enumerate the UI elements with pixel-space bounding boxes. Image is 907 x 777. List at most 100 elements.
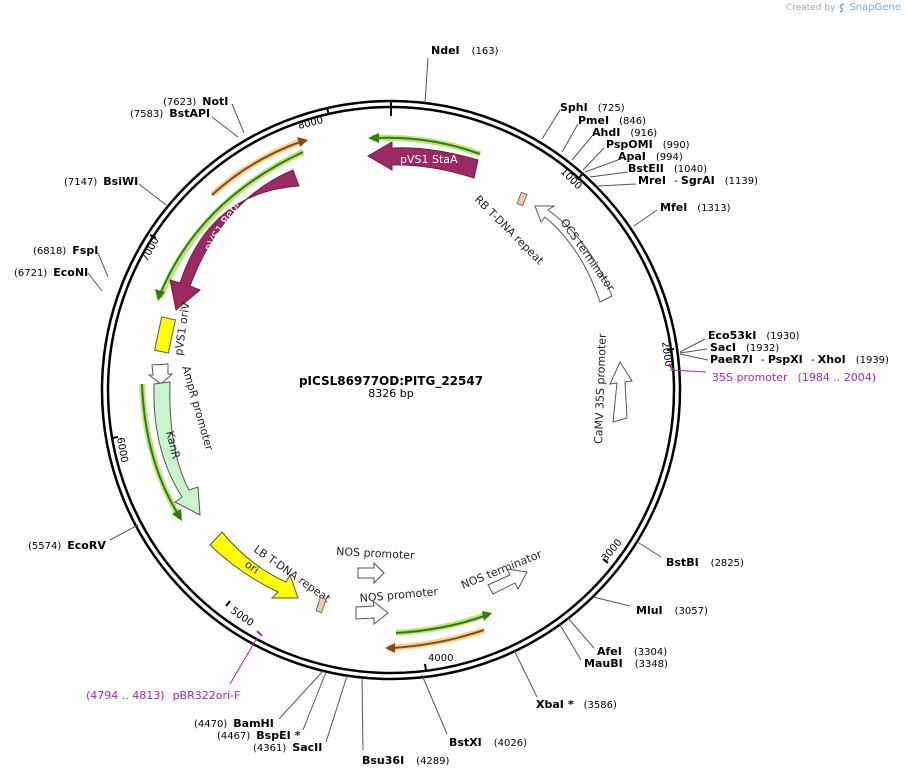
feature-ocs-terminator: OCS terminator	[534, 205, 618, 303]
nos-promoter-1-arrow	[357, 561, 385, 585]
leader-econi	[87, 272, 103, 292]
orange-arc-left-head	[297, 137, 308, 147]
site-labels: NdeI(163) SphI(725) PmeI(846) AhdI(916) …	[14, 44, 889, 767]
feature-ori: ori	[209, 531, 299, 599]
primer-35s-label: 35S promoter(1984 .. 2004)	[712, 371, 876, 384]
pvs1-repa-arrow	[169, 169, 300, 311]
leader-pspomi	[582, 147, 605, 171]
tick-4000	[424, 663, 427, 671]
leader-ecorv	[109, 524, 139, 541]
leader-ahdi	[571, 135, 593, 161]
nos-terminator-arrow	[487, 568, 528, 595]
site-bamhi: (4470)BamHI	[194, 717, 274, 730]
green-arc-left-line	[160, 151, 304, 293]
site-ahdi: AhdI(916)	[592, 126, 657, 139]
leader-bstbi	[635, 540, 662, 558]
site-eco53ki: Eco53kI(1930)	[708, 329, 800, 342]
pvs1-oriv-box	[154, 316, 176, 354]
plasmid-length: 8326 bp	[368, 387, 413, 400]
leader-afei	[566, 616, 595, 649]
leader-maubi	[558, 622, 582, 661]
leader-mrei	[597, 183, 637, 187]
green-arc-top-line	[377, 136, 481, 155]
site-noti: (7623)NotI	[163, 95, 228, 108]
leader-bspei	[302, 671, 327, 731]
green-arc-left-head	[155, 289, 165, 301]
camv-35s-arrow	[609, 360, 633, 423]
leader-mlui	[592, 596, 631, 607]
nos-promoter-2-arrow	[355, 599, 389, 626]
leader-apai	[584, 159, 619, 173]
feature-pvs1-staa: pVS1 StaA	[367, 141, 479, 179]
primer-pbr322-mark	[256, 630, 263, 637]
leader-pmei	[561, 123, 579, 153]
orange-arc-left-line	[211, 141, 301, 196]
tick-label-4000: 4000	[428, 653, 453, 664]
tick-2000	[666, 348, 675, 351]
site-apai: ApaI(994)	[618, 150, 683, 163]
site-pspomi: PspOMI(990)	[606, 138, 690, 151]
feature-kanr: KanR	[153, 381, 201, 516]
site-mlui: MluI(3057)	[636, 604, 708, 617]
site-econi: (6721)EcoNI	[14, 266, 88, 279]
primer-pbr322-label: (4794 .. 4813)pBR322ori-F	[86, 689, 240, 702]
site-sacii: (4361)SacII	[253, 741, 322, 754]
site-maubi: MauBI(3348)	[584, 657, 668, 670]
ocs-terminator-arrow	[534, 205, 613, 303]
ampr-promoter-arrow	[147, 363, 174, 385]
leader-xbai	[513, 649, 538, 698]
green-arc-lower-left-head	[172, 509, 182, 521]
ocs-terminator-label: OCS terminator	[558, 216, 618, 294]
camv-35s-label: CaMV 35S promoter	[592, 333, 609, 444]
primer-35s-mark	[668, 363, 674, 371]
green-arc-top-head	[368, 133, 379, 143]
green-arc-bottom-line	[395, 615, 485, 634]
leader-paer7i	[679, 353, 709, 361]
leader-saci	[679, 348, 708, 354]
rb-tdna-label: RB T-DNA repeat	[472, 193, 547, 268]
pvs1-staa-label: pVS1 StaA	[400, 153, 458, 166]
leader-bstapi	[211, 116, 239, 138]
site-pmei: PmeI(846)	[578, 114, 646, 127]
kanr-arrow	[153, 381, 201, 516]
nos-promoter-1-label: NOS promoter	[336, 545, 415, 562]
leader-fspi	[97, 252, 109, 278]
site-xbai: XbaI*(3586)	[536, 698, 617, 711]
primer-35s-leader	[669, 369, 707, 373]
site-saci: SacI(1932)	[710, 341, 779, 354]
snapgene-logo-icon	[840, 2, 845, 13]
tick-6000	[111, 436, 119, 439]
green-arc-left	[157, 149, 305, 300]
primer-35s: 35S promoter(1984 .. 2004)	[668, 363, 876, 384]
site-paer7i: PaeR7I-PspXI-XhoI(1939)	[710, 353, 889, 366]
orange-arc-bottom-line	[391, 629, 485, 649]
site-leader-lines	[87, 57, 709, 751]
rb-tdna-box	[516, 191, 528, 207]
tick-1000	[577, 173, 583, 181]
site-sphi: SphI(725)	[560, 101, 625, 114]
tick-3000	[602, 558, 609, 564]
orange-arc-bottom-head	[385, 643, 395, 653]
green-arc-lower-left-line	[141, 383, 179, 515]
primer-pbr322-leader	[229, 637, 258, 685]
site-bstxi: BstXI(4026)	[449, 736, 527, 749]
feature-camv-35s: CaMV 35S promoter	[592, 333, 633, 444]
site-bspei: (4467)BspEI*	[217, 729, 301, 742]
watermark-brand: SnapGene	[849, 2, 901, 13]
tick-5000	[225, 600, 231, 607]
site-bstapi: (7583)BstAPI	[130, 107, 210, 120]
leader-bamhi	[278, 670, 324, 720]
pvs1-staa-arrow	[367, 141, 479, 179]
site-bsu36i: Bsu36I(4289)	[362, 754, 450, 767]
pvs1-oriv-label: pVS1 oriV	[172, 301, 192, 357]
green-arc-bottom-head	[482, 611, 492, 621]
site-bstbi: BstBI(2825)	[666, 556, 744, 569]
primer-pbr322: (4794 .. 4813)pBR322ori-F	[86, 630, 263, 702]
watermark-created-by: Created by	[785, 2, 836, 13]
leader-eco53ki	[679, 338, 706, 353]
site-fspi: (6818)FspI	[33, 244, 98, 257]
plasmid-name: pICSL86977OD:PITG_22547	[299, 374, 483, 389]
tick-8000	[326, 107, 330, 116]
tick-label-6000: 6000	[114, 437, 129, 464]
